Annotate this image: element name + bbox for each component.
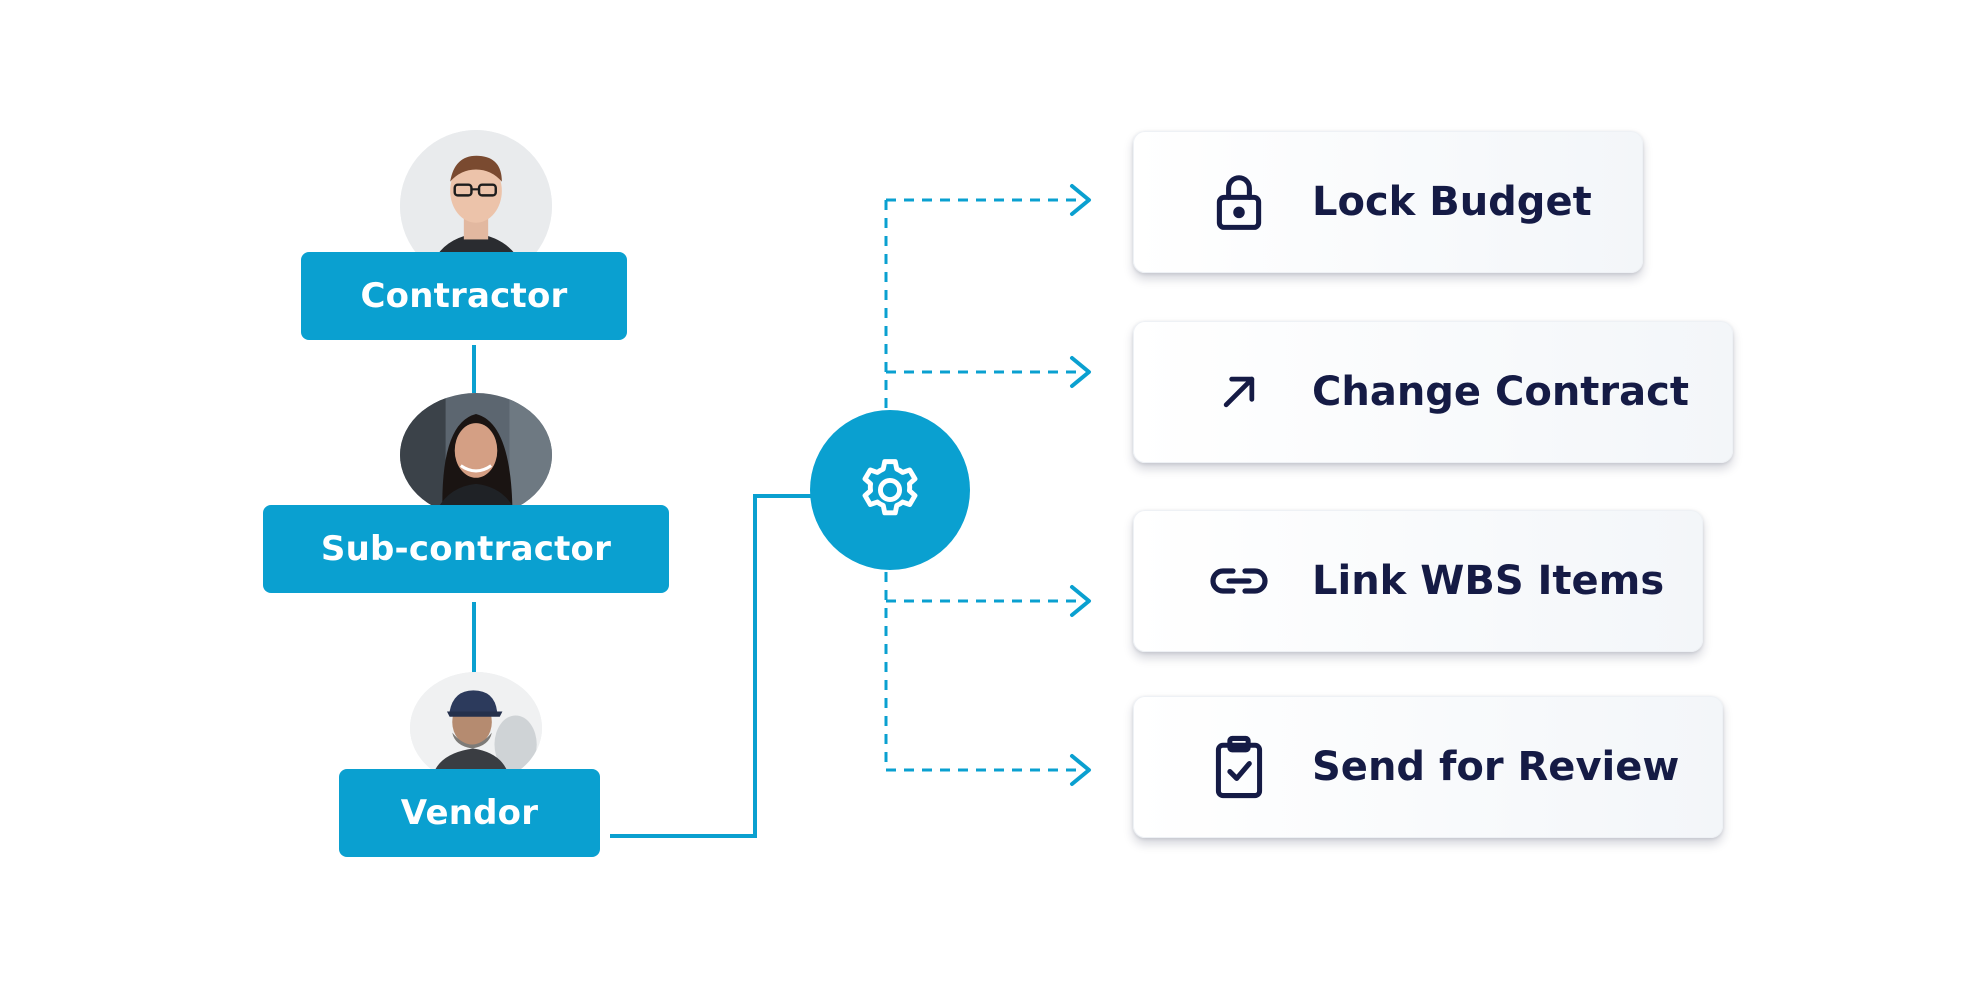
contractor-box: Contractor: [301, 252, 627, 340]
subcontractor-label: Sub-contractor: [320, 529, 612, 569]
link-icon: [1209, 551, 1269, 611]
action-label-send-for-review: Send for Review: [1312, 744, 1680, 790]
action-label-lock-budget: Lock Budget: [1312, 179, 1592, 225]
action-card-lock-budget[interactable]: Lock Budget: [1133, 131, 1643, 273]
contractor-label: Contractor: [360, 276, 568, 316]
arrow-up-right-icon: [1209, 362, 1269, 422]
vendor-to-hub-line: [610, 494, 812, 838]
vendor-avatar: [410, 672, 542, 784]
vendor-box: Vendor: [339, 769, 600, 857]
gear-icon: [862, 459, 918, 516]
clipboard-check-icon: [1209, 735, 1269, 799]
arrowhead-1: [1070, 184, 1091, 216]
arrowhead-2: [1070, 356, 1091, 388]
subcontractor-avatar: [400, 393, 552, 517]
action-card-change-contract[interactable]: Change Contract: [1133, 321, 1733, 463]
action-label-link-wbs-items: Link WBS Items: [1312, 558, 1665, 604]
action-card-link-wbs-items[interactable]: Link WBS Items: [1133, 510, 1703, 652]
arrowhead-4: [1070, 754, 1091, 786]
arrowhead-3: [1070, 585, 1091, 617]
workflow-hub: [810, 410, 970, 570]
lock-icon: [1209, 172, 1269, 232]
vendor-label: Vendor: [400, 793, 539, 833]
subcontractor-box: Sub-contractor: [263, 505, 669, 593]
action-card-send-for-review[interactable]: Send for Review: [1133, 696, 1723, 838]
action-label-change-contract: Change Contract: [1312, 369, 1689, 415]
